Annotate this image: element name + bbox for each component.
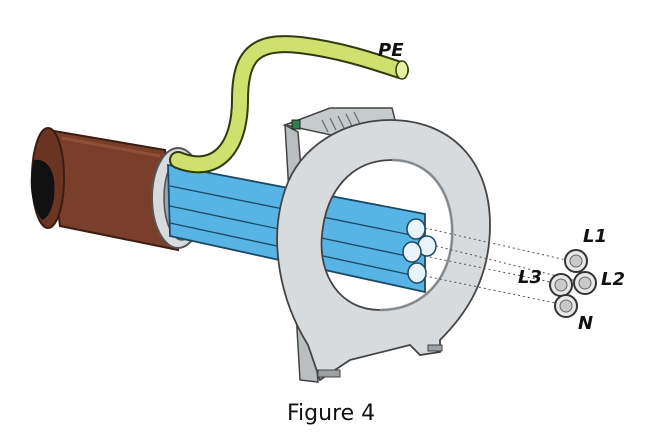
label-l1: L1	[583, 226, 607, 247]
current-sensor-icon	[276, 107, 491, 383]
conductor-cross-section-icon	[549, 249, 597, 318]
label-n: N	[578, 313, 593, 334]
figure-caption: Figure 4	[287, 401, 375, 426]
guide-lines	[419, 227, 586, 306]
pe-wire-icon	[169, 35, 409, 174]
label-l3: L3	[518, 267, 542, 288]
label-pe: PE	[378, 40, 404, 61]
cable-sheath-icon	[30, 127, 180, 252]
label-l2: L2	[601, 269, 625, 290]
